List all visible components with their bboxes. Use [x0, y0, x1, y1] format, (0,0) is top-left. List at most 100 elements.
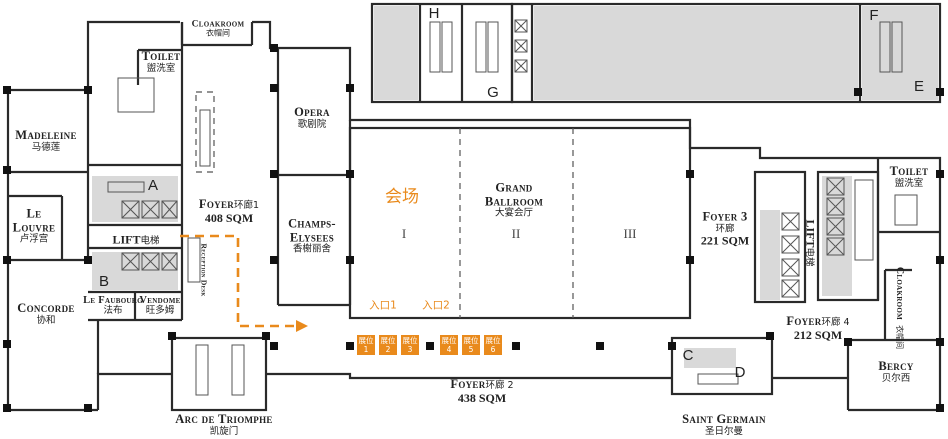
ballroom-en-1: Grand: [495, 180, 533, 195]
lift-left-en: LIFT: [112, 232, 141, 247]
foyer2-area: 438 SQM: [457, 390, 507, 405]
champs-en-2: Elysees: [289, 229, 335, 244]
booth-5-label: 展位: [463, 336, 479, 345]
foyer-1: Foyer环廊1 408 SQM: [199, 194, 259, 224]
left-wing: [8, 22, 184, 374]
vendome-zh: 旺多姆: [145, 305, 175, 317]
booth-4-label: 展位: [441, 336, 457, 345]
room-champs-elysees: Champs- Elysees 香榭丽舍: [288, 217, 336, 254]
stair-letter-d: D: [734, 363, 746, 381]
foyer1-area: 408 SQM: [204, 210, 254, 225]
ballroom-en-2: Ballroom: [484, 193, 544, 208]
stair-letter-a: A: [147, 176, 159, 194]
foyer3-name: Foyer 3: [702, 209, 748, 224]
foyer-4: Foyer环廊 4 212 SQM: [786, 311, 849, 341]
foyer4-area: 212 SQM: [793, 327, 843, 342]
concorde-en: Concorde: [17, 301, 75, 316]
le-faubourg-en: Le Faubourg: [83, 295, 143, 307]
foyer3-area: 221 SQM: [700, 233, 750, 248]
booth-2-label: 展位: [380, 336, 396, 345]
booth-3-label: 展位: [402, 336, 418, 345]
reception-desk: Reception Desk: [198, 243, 215, 296]
booth-6-number: 6: [490, 345, 496, 354]
booth-1-label: 展位: [358, 336, 374, 345]
cloakroom-right-en: Cloakroom: [893, 266, 905, 320]
vendome-en: Vendome: [139, 295, 181, 307]
cloakroom-top-zh: 衣帽间: [205, 28, 230, 38]
foyer1-name: Foyer: [198, 196, 235, 211]
opera-en: Opera: [294, 105, 330, 120]
bercy-en: Bercy: [878, 359, 914, 374]
toilet-right-en: Toilet: [889, 164, 929, 179]
room-concorde: Concorde 协和: [17, 302, 74, 326]
opera-zh: 歌剧院: [297, 118, 327, 130]
room-le-faubourg: Le Faubourg 法布: [83, 295, 143, 317]
toilet-right: Toilet 盥洗室: [890, 165, 929, 189]
section-1: I: [401, 225, 407, 241]
foyer-2: Foyer环廊 2 438 SQM: [450, 374, 513, 404]
section-2: II: [511, 225, 521, 241]
room-opera: Opera 歌剧院: [294, 106, 330, 130]
middle-rooms: [276, 48, 352, 307]
booth-4-number: 4: [446, 345, 452, 354]
bercy-zh: 贝尔西: [881, 372, 911, 384]
le-louvre-zh: 卢浮宫: [19, 233, 49, 245]
booth-2-number: 2: [385, 345, 391, 354]
right-wing: [753, 158, 940, 340]
lift-left-zh: 电梯: [140, 235, 160, 247]
arc-zh: 凯旋门: [209, 425, 239, 437]
stair-letter-f: F: [869, 6, 879, 24]
cloakroom-right: Cloakroom 衣帽间: [893, 267, 911, 349]
route-arrow: [180, 234, 308, 332]
stair-letter-b: B: [98, 272, 110, 290]
toilet-right-zh: 盥洗室: [894, 177, 924, 189]
booth-5-number: 5: [468, 345, 474, 354]
le-louvre-en-1: Le: [26, 206, 42, 221]
le-faubourg-zh: 法布: [103, 305, 123, 317]
foyer-3: Foyer 3 环廊 221 SQM: [700, 209, 750, 248]
foyer3-zh: 环廊: [715, 223, 735, 235]
foyer4-zh: 环廊 4: [821, 316, 850, 328]
concorde-zh: 协和: [36, 314, 56, 326]
room-bercy: Bercy 贝尔西: [878, 360, 913, 384]
venue-label: 会场: [385, 186, 419, 207]
booth-3-number: 3: [407, 345, 413, 354]
ballroom: [348, 126, 692, 320]
service-areas: [370, 2, 942, 104]
entrance-2: 入口2: [422, 299, 450, 312]
booth-1-number: 1: [363, 345, 369, 354]
lift-right-en: LIFT: [803, 219, 818, 248]
entrance-1: 入口1: [369, 299, 397, 312]
cloakroom-top-en: Cloakroom: [191, 19, 245, 30]
reception-desk-label: Reception Desk: [199, 243, 209, 297]
saint-germain-zh: 圣日尔曼: [704, 425, 744, 437]
le-louvre-en-2: Louvre: [12, 219, 56, 234]
saint-germain-en: Saint Germain: [682, 412, 766, 427]
stair-letter-e: E: [913, 77, 925, 95]
stair-letter-c: C: [682, 346, 694, 364]
booth-6-label: 展位: [485, 336, 501, 345]
stair-letter-g: G: [487, 83, 499, 101]
foyer4-name: Foyer: [786, 313, 822, 328]
toilet-left: Toilet 盥洗室: [142, 50, 181, 74]
toilet-left-zh: 盥洗室: [146, 62, 176, 74]
champs-zh: 香榭丽舍: [292, 243, 332, 255]
foyer2-name: Foyer: [450, 376, 486, 391]
madeleine-zh: 马德莲: [31, 141, 61, 153]
stair-letter-h: H: [428, 4, 440, 22]
arc-en: Arc de Triomphe: [175, 412, 273, 427]
foyer1-area: [180, 22, 254, 283]
toilet-left-en: Toilet: [141, 49, 181, 64]
foyer1-zh: 环廊1: [234, 199, 260, 211]
lift-right-zh: 电梯: [803, 247, 815, 267]
room-le-louvre: Le Louvre 卢浮宫: [13, 207, 56, 244]
section-3: III: [623, 225, 637, 241]
room-grand-ballroom: Grand Ballroom 大宴会厅: [485, 181, 543, 218]
